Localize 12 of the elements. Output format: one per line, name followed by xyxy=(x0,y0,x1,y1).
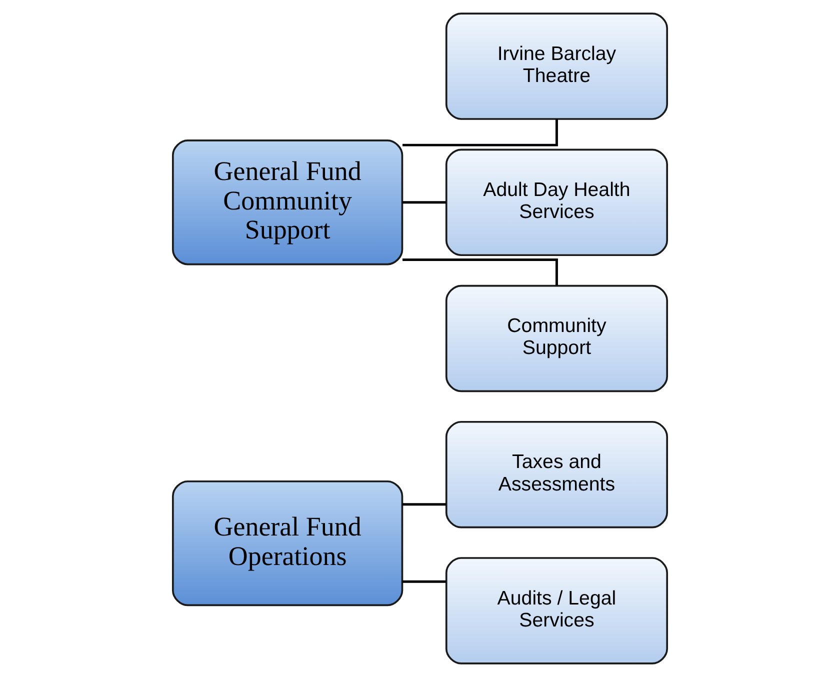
node-box: General Fund Community Support xyxy=(171,140,403,266)
connector xyxy=(402,580,446,583)
connector xyxy=(402,503,446,506)
connector xyxy=(402,258,558,286)
node-box: Adult Day Health Services xyxy=(444,148,668,256)
node-box: General Fund Operations xyxy=(171,480,403,606)
node-box: Community Support xyxy=(444,284,668,392)
connector xyxy=(402,119,558,146)
node-box: Audits / Legal Services xyxy=(444,557,668,664)
node-box: Irvine Barclay Theatre xyxy=(444,12,668,120)
node-box: Taxes and Assessments xyxy=(444,420,668,528)
connector xyxy=(402,201,446,204)
